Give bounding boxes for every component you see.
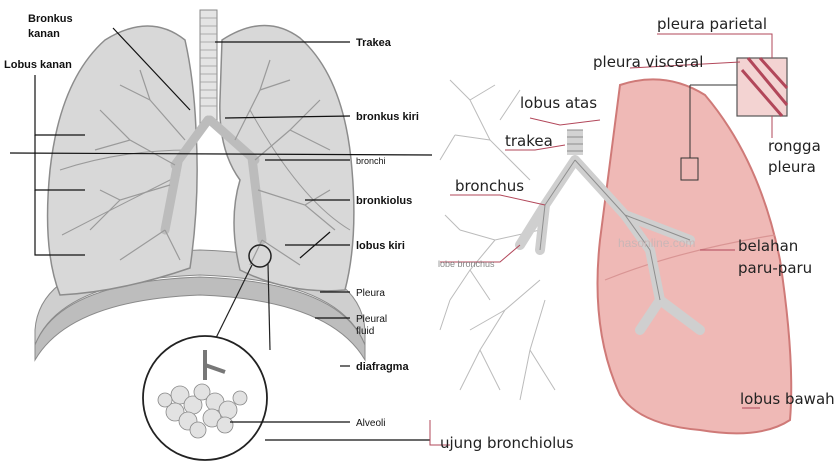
- label-lobe-bronchus: lobe bronchus: [438, 259, 495, 269]
- label-lobus-atas: lobus atas: [520, 94, 597, 112]
- label-belahan-paru: paru-paru: [738, 259, 812, 277]
- label-pleura-left: Pleura: [356, 288, 385, 299]
- label-rongga-pleura: pleura: [768, 158, 816, 176]
- label-bronchi: bronchi: [356, 156, 386, 166]
- left-lung-diagram: Bronkus kanan Lobus kanan Trakea bronkus…: [4, 10, 432, 460]
- label-ujung-bronchiolus: ujung bronchiolus: [440, 434, 574, 452]
- label-lobus-kanan: Lobus kanan: [4, 59, 72, 71]
- pink-lung: [598, 79, 792, 433]
- label-trakea: Trakea: [356, 37, 392, 49]
- left-lung: [220, 25, 354, 290]
- watermark: hasonline.com: [618, 236, 695, 250]
- label-bronchus: bronchus: [455, 177, 524, 195]
- label-pleura-parietal: pleura parietal: [657, 15, 767, 33]
- right-lung-diagram: hasonline.com pleura parietal pleura vis…: [430, 15, 835, 452]
- label-bronkus-kanan-2: kanan: [28, 28, 60, 40]
- label-bronkus-kanan-1: Bronkus: [28, 13, 73, 25]
- left-trachea: [200, 10, 217, 125]
- label-pleura-visceral: pleura visceral: [593, 53, 703, 71]
- label-alveoli: Alveoli: [356, 418, 385, 429]
- label-pleural-fluid-2: fluid: [356, 326, 374, 337]
- label-bronkus-kiri: bronkus kiri: [356, 111, 419, 123]
- label-lobus-kiri: lobus kiri: [356, 240, 405, 252]
- label-rongga: rongga: [768, 137, 821, 155]
- label-pleural-fluid-1: Pleural: [356, 314, 387, 325]
- pleura-inset: [737, 58, 787, 116]
- label-lobus-bawah: lobus bawah: [740, 390, 835, 408]
- label-trakea-right: trakea: [505, 132, 553, 150]
- label-bronkiolus: bronkiolus: [356, 195, 412, 207]
- label-belahan: belahan: [738, 237, 798, 255]
- label-diafragma: diafragma: [356, 361, 409, 373]
